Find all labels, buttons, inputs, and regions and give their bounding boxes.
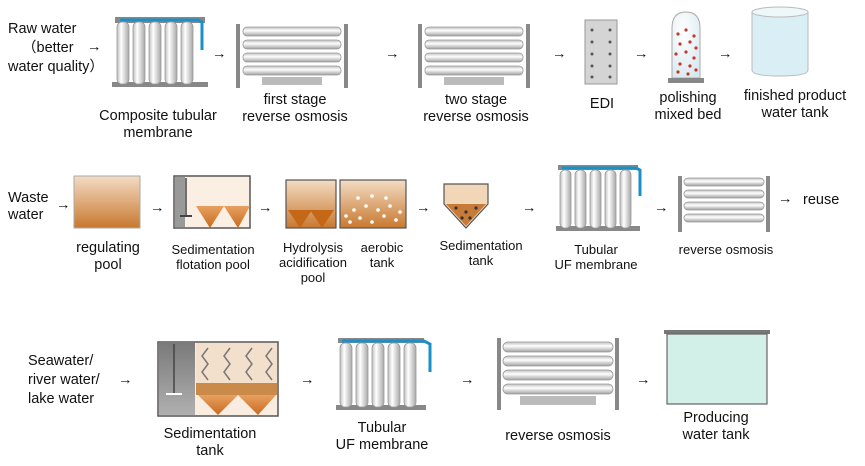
arrow-row2-2: →	[258, 200, 273, 216]
tubular-uf-membrane-icon-row3	[336, 338, 432, 410]
arrow-row2-5: →	[654, 200, 669, 216]
arrow-row1-5: →	[718, 46, 733, 62]
arrow-row1-2: →	[385, 46, 400, 62]
sedimentation-tank-icon	[443, 183, 489, 229]
reverse-osmosis-row3-label: reverse osmosis	[505, 428, 611, 444]
arrow-row1-1: →	[212, 46, 227, 62]
arrow-row2-6: →	[778, 191, 793, 207]
arrow-row3-3: →	[636, 372, 651, 388]
arrow-row1-4: →	[634, 46, 649, 62]
first-stage-ro-icon	[236, 24, 348, 88]
arrow-row3-2: →	[460, 372, 475, 388]
arrow-row2-input: →	[56, 197, 71, 213]
arrow-row2-3: →	[416, 200, 431, 216]
hydrolysis-acidification-pool-icon	[285, 179, 337, 229]
reverse-osmosis-label: reverse osmosis	[678, 242, 774, 257]
sedimentation-tank-large-icon	[157, 341, 279, 417]
arrow-row3-input: →	[118, 372, 133, 388]
polishing-mixed-bed-icon	[668, 11, 704, 83]
edi-module-icon	[584, 19, 618, 85]
two-stage-ro-icon	[418, 24, 530, 88]
aerobic-tank-icon	[339, 179, 407, 229]
reverse-osmosis-icon	[678, 176, 770, 232]
reverse-osmosis-icon-row3	[497, 338, 619, 410]
finished-water-tank-icon	[751, 6, 809, 77]
row1-input-label: Raw water （better water quality）	[8, 21, 104, 75]
tubular-uf-membrane-icon	[556, 165, 642, 231]
composite-tubular-membrane-icon	[112, 17, 208, 87]
arrow-row2-4: →	[522, 200, 537, 216]
arrow-row3-1: →	[300, 372, 315, 388]
arrow-row1-3: →	[552, 46, 567, 62]
sedimentation-flotation-pool-icon	[173, 175, 251, 229]
regulating-pool-icon	[73, 175, 141, 229]
row3-input-label: Seawater/river water/lake water	[28, 353, 100, 407]
arrow-row2-1: →	[150, 200, 165, 216]
edi-label: EDI	[589, 96, 615, 112]
reuse-label: reuse	[803, 192, 840, 208]
producing-water-tank-icon	[664, 330, 770, 405]
arrow-row1-input: →	[87, 39, 102, 55]
